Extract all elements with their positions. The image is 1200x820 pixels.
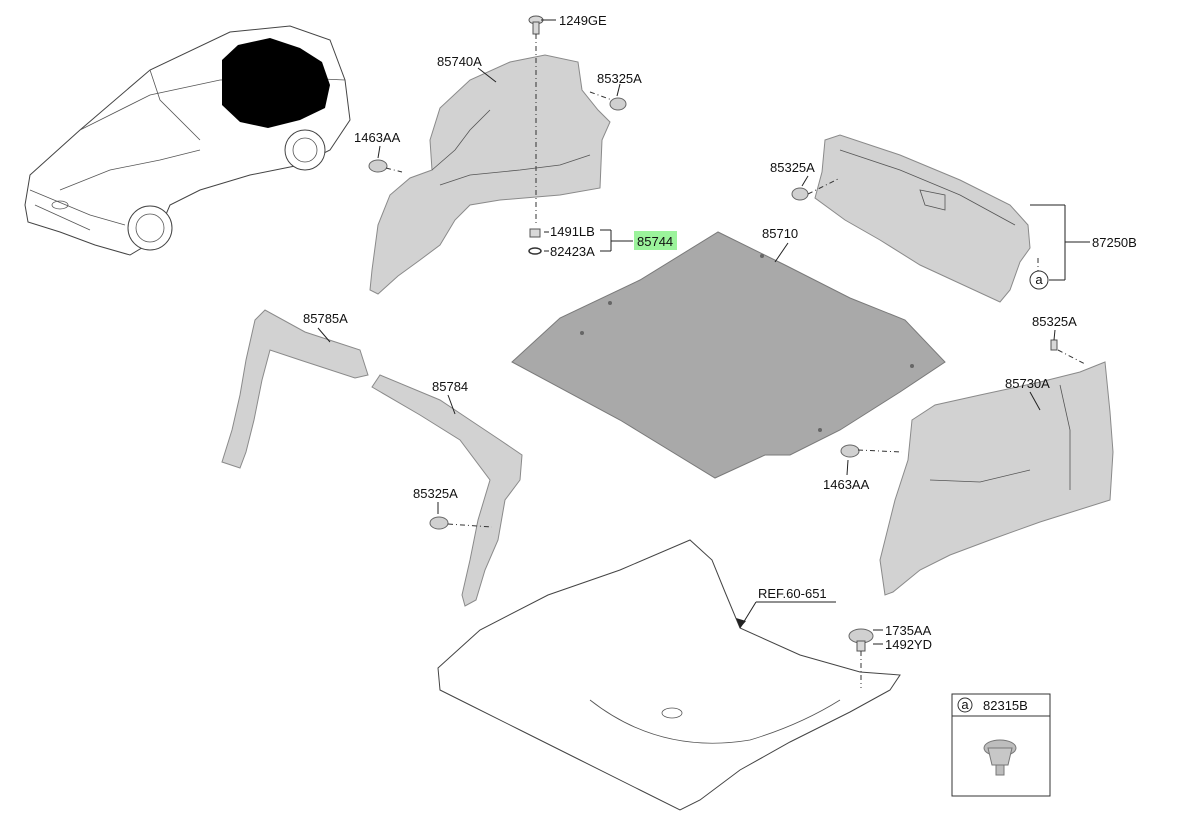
inset-part-number: 82315B (983, 698, 1028, 713)
clip-85325a-top (609, 97, 627, 111)
trunk-floor-mat[interactable] (511, 231, 946, 479)
fastener-1249ge (528, 15, 544, 35)
callout-letter-a: a (1035, 272, 1043, 287)
vehicle-illustration (24, 25, 351, 256)
label-85325a-far[interactable]: 85325A (1032, 314, 1077, 329)
part-labels: 1249GE 85740A 85325A 1463AA 1491LB 82423… (303, 13, 1137, 652)
highlight-85744 (634, 231, 677, 250)
washer-82423a (528, 247, 542, 255)
clip-85325a-right (791, 187, 809, 201)
left-trunk-side-trim[interactable] (369, 54, 611, 295)
trunk-area-highlight (222, 38, 330, 128)
inset-panel-82315b: a 82315B (951, 693, 1051, 797)
label-82423a[interactable]: 82423A (550, 244, 595, 259)
label-85730a[interactable]: 85730A (1005, 376, 1050, 391)
label-1491lb[interactable]: 1491LB (550, 224, 595, 239)
right-trunk-side-trim[interactable] (879, 361, 1114, 596)
label-85325a-right[interactable]: 85325A (770, 160, 815, 175)
label-85784[interactable]: 85784 (432, 379, 468, 394)
label-85740a[interactable]: 85740A (437, 54, 482, 69)
clip-82315b (983, 739, 1017, 776)
inset-callout-letter: a (961, 697, 969, 712)
label-1492yd[interactable]: 1492YD (885, 637, 932, 652)
pillar-trim-85785a[interactable] (221, 309, 369, 469)
label-85325a-low[interactable]: 85325A (413, 486, 458, 501)
label-85744[interactable]: 85744 (637, 234, 673, 249)
floor-panel-reference (437, 539, 901, 811)
clip-85325a-low (429, 516, 449, 530)
clip-1463aa-right (840, 444, 860, 458)
label-1463aa-right[interactable]: 1463AA (823, 477, 870, 492)
clip-1735aa (848, 628, 874, 652)
label-85785a[interactable]: 85785A (303, 311, 348, 326)
clip-85325a-far (1050, 339, 1058, 351)
label-1735aa[interactable]: 1735AA (885, 623, 932, 638)
label-1463aa-left[interactable]: 1463AA (354, 130, 401, 145)
label-87250b[interactable]: 87250B (1092, 235, 1137, 250)
trunk-sill-trim[interactable] (814, 134, 1031, 303)
clip-1463aa-left (368, 159, 388, 173)
label-85325a-top[interactable]: 85325A (597, 71, 642, 86)
label-ref-60-651[interactable]: REF.60-651 (758, 586, 827, 601)
pillar-trim-85784[interactable] (371, 374, 523, 607)
fastener-1491lb (529, 228, 541, 238)
callout-circle-a (1029, 270, 1049, 290)
leader-lines (317, 19, 1090, 688)
label-1249ge[interactable]: 1249GE (559, 13, 607, 28)
inset-callout-circle (957, 697, 973, 713)
label-85710[interactable]: 85710 (762, 226, 798, 241)
